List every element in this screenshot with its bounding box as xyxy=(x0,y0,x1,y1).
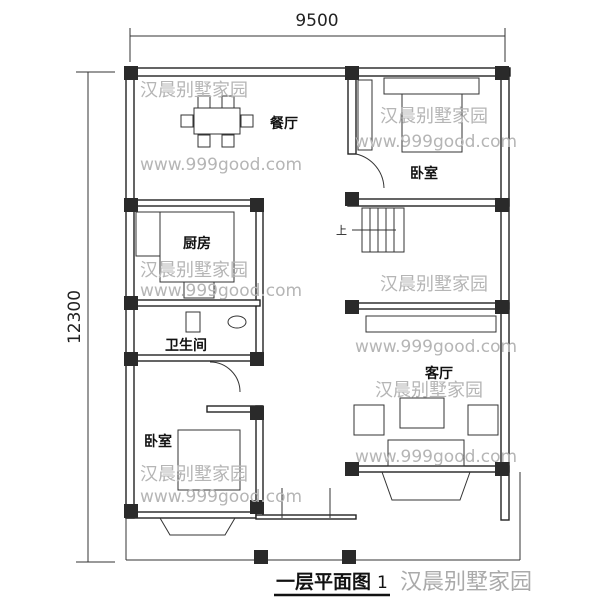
columns xyxy=(124,66,509,564)
watermark-site: www.999good.com xyxy=(355,337,517,357)
room-label-bathroom: 卫生间 xyxy=(165,337,207,354)
watermark-brand: 汉晨别墅家园 xyxy=(380,274,488,295)
bed-top xyxy=(383,77,480,153)
stairs-up-label: 上 xyxy=(336,224,347,237)
bay-window xyxy=(381,471,471,501)
room-label-living: 客厅 xyxy=(424,365,453,382)
watermark-brand: 汉晨别墅家园 xyxy=(140,464,248,485)
title-watermark: 汉晨别墅家园 xyxy=(400,570,532,595)
door-swing xyxy=(355,153,385,189)
watermarks: 汉晨别墅家园 www.999good.com 汉晨别墅家园 www.999goo… xyxy=(140,80,517,507)
title-scale: 1 xyxy=(377,573,388,593)
dimension-width: 9500 xyxy=(129,11,506,62)
watermark-brand: 汉晨别墅家园 xyxy=(380,106,488,127)
dining-table xyxy=(180,95,254,148)
dimension-depth: 12300 xyxy=(65,71,115,563)
room-label-bedroom-top: 卧室 xyxy=(410,165,438,182)
kitchen-counter xyxy=(135,211,235,299)
room-label-kitchen: 厨房 xyxy=(183,235,211,252)
depth-label: 12300 xyxy=(65,290,85,344)
stairs xyxy=(352,207,405,253)
watermark-site: www.999good.com xyxy=(355,447,517,467)
room-label-bedroom-bottom: 卧室 xyxy=(144,433,172,450)
width-label: 9500 xyxy=(295,11,338,31)
watermark-brand: 汉晨别墅家园 xyxy=(375,380,483,401)
walls xyxy=(125,67,521,561)
drawing-title: 一层平面图 1 汉晨别墅家园 xyxy=(274,570,532,597)
watermark-site: www.999good.com xyxy=(140,155,302,175)
room-label-dining: 餐厅 xyxy=(269,115,298,132)
bed-bottom xyxy=(159,429,241,536)
watermark-brand: 汉晨别墅家园 xyxy=(140,80,248,101)
watermark-site: www.999good.com xyxy=(140,487,302,507)
watermark-brand: 汉晨别墅家园 xyxy=(140,260,248,281)
title-text: 一层平面图 xyxy=(276,571,371,593)
sofa-set xyxy=(353,315,499,467)
bathroom-fixtures xyxy=(185,311,247,393)
watermark-site: www.999good.com xyxy=(355,132,517,152)
watermark-site: www.999good.com xyxy=(140,281,302,301)
entrance-door xyxy=(281,488,331,518)
wardrobe xyxy=(357,79,373,151)
